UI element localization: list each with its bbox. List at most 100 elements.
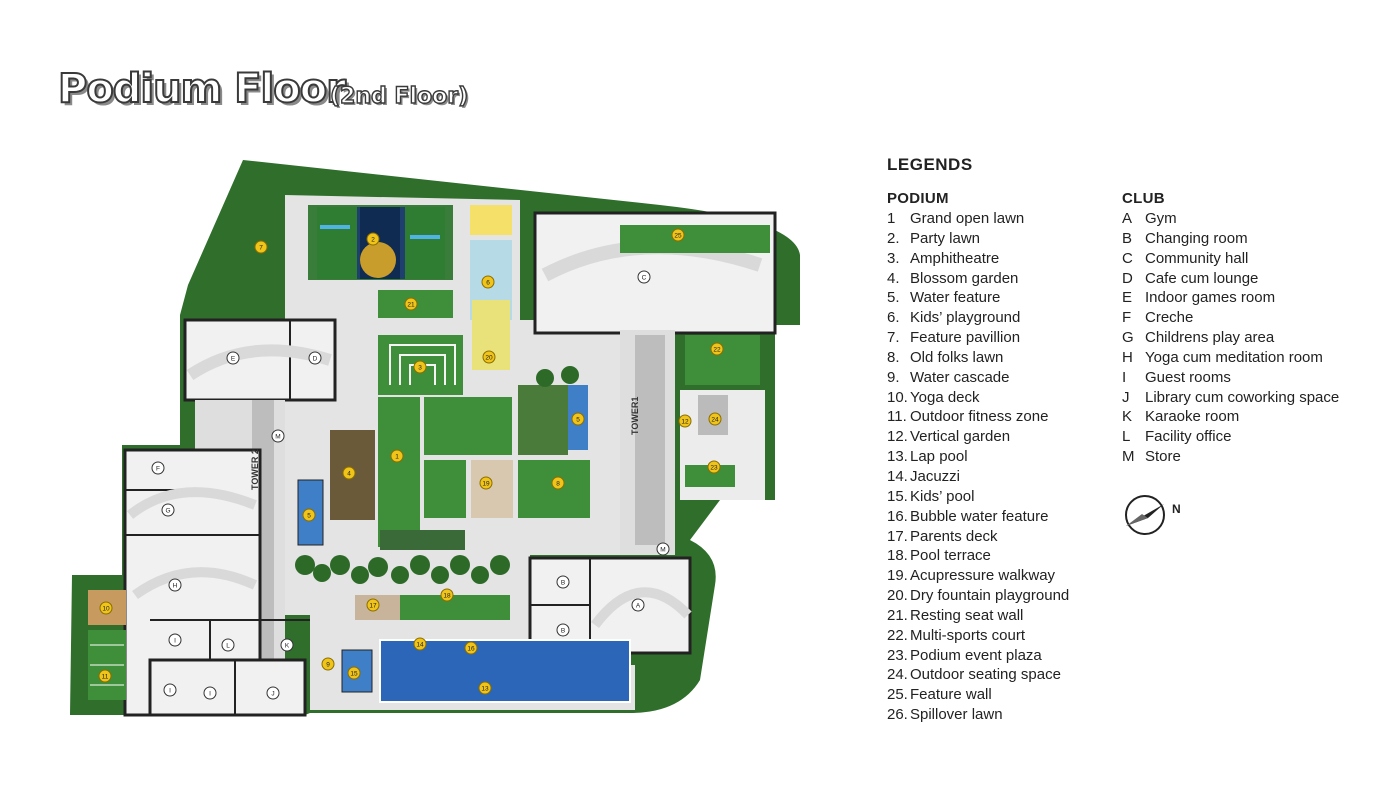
podium-marker-circle (347, 666, 361, 680)
podium-marker: 19 (479, 476, 493, 490)
club-legend-key: L (1122, 428, 1131, 446)
club-marker: B (556, 623, 570, 637)
club-marker-circle (280, 638, 294, 652)
grand-open-lawn (378, 397, 420, 547)
podium-legend-label: Water cascade (910, 368, 1010, 386)
podium-marker: 6 (481, 275, 495, 289)
podium-marker: 12 (678, 414, 692, 428)
club-marker-circle (226, 351, 240, 365)
compass-north-label: N (1172, 502, 1181, 516)
podium-legend-label: Yoga deck (910, 388, 980, 406)
podium-marker-label: 5 (307, 513, 311, 520)
podium-legend-key: 19. (887, 567, 908, 585)
podium-legend-key: 26. (887, 706, 908, 724)
club-marker-label: J (271, 691, 274, 698)
podium-legend-item: 21.Resting seat wall (887, 606, 1117, 626)
podium-legend-item: 6.Kids’ playground (887, 308, 1117, 328)
podium-marker-label: 24 (711, 417, 719, 424)
podium-legend-key: 14. (887, 467, 908, 485)
podium-marker: 7 (254, 240, 268, 254)
podium-marker: 21 (404, 297, 418, 311)
pool-terrace (400, 595, 510, 620)
club-marker-label: I (209, 691, 211, 698)
podium-legend-label: Dry fountain playground (910, 587, 1070, 605)
podium-legend-label: Kids’ playground (910, 309, 1021, 327)
podium-legend-item: 15.Kids’ pool (887, 487, 1117, 507)
club-legend-key: E (1122, 289, 1133, 307)
club-legend-key: M (1122, 448, 1135, 466)
club-marker: I (203, 686, 217, 700)
club-marker-label: I (169, 688, 171, 695)
club-legend-key: G (1122, 329, 1134, 347)
podium-legend-item: 4.Blossom garden (887, 269, 1117, 289)
podium-marker-label: 22 (713, 347, 721, 354)
podium-legend-item: 19.Acupressure walkway (887, 566, 1117, 586)
podium-marker: 14 (413, 637, 427, 651)
club-marker-circle (221, 638, 235, 652)
podium-marker: 5 (571, 412, 585, 426)
podium-marker: 25 (671, 228, 685, 242)
podium-marker-label: 9 (326, 662, 330, 669)
podium-marker-label: 21 (407, 302, 415, 309)
club-marker-label: M (660, 547, 665, 554)
podium-marker: 8 (551, 476, 565, 490)
club-marker-label: A (636, 603, 641, 610)
club-marker: A (631, 598, 645, 612)
podium-marker: 1 (390, 449, 404, 463)
acupressure-walkway (471, 460, 513, 518)
legend-heading: LEGENDS (887, 155, 973, 174)
legend-podium-heading: PODIUM (887, 190, 949, 207)
podium-legend-item: 20.Dry fountain playground (887, 586, 1117, 606)
podium-legend-label: Feature wall (910, 686, 992, 704)
podium-legend-label: Party lawn (910, 229, 981, 247)
podium-marker-circle (413, 637, 427, 651)
club-marker: I (168, 633, 182, 647)
podium-legend-label: Resting seat wall (910, 606, 1024, 624)
podium-marker-label: 25 (674, 233, 682, 240)
club-marker-circle (203, 686, 217, 700)
podium-legend-item: 16.Bubble water feature (887, 507, 1117, 527)
podium-marker-label: 19 (482, 481, 490, 488)
podium-legend-key: 5. (887, 289, 900, 307)
podium-legend-item: 2.Party lawn (887, 229, 1117, 249)
club-marker-circle (271, 429, 285, 443)
podium-marker-circle (98, 669, 112, 683)
podium-marker: 13 (478, 681, 492, 695)
podium-marker-circle (464, 641, 478, 655)
podium-legend-key: 10. (887, 388, 908, 406)
podium-legend-key: 25. (887, 686, 908, 704)
podium-marker-circle (671, 228, 685, 242)
podium-legend-key: 21. (887, 606, 908, 624)
podium-legend-key: 8. (887, 348, 900, 366)
podium-marker-label: 18 (443, 593, 451, 600)
club-legend-label: Guest rooms (1145, 368, 1231, 386)
podium-legend-label: Pool terrace (910, 547, 991, 565)
podium-legend-item: 8.Old folks lawn (887, 348, 1117, 368)
podium-marker: 16 (464, 641, 478, 655)
podium-marker: 22 (710, 342, 724, 356)
podium-marker-label: 23 (710, 465, 718, 472)
podium-legend-item: 5.Water feature (887, 288, 1117, 308)
podium-legend-label: Lap pool (910, 448, 968, 466)
podium-legend-key: 22. (887, 626, 908, 644)
compass: N (1122, 492, 1192, 538)
club-legend-label: Cafe cum lounge (1145, 269, 1259, 287)
podium-legend-key: 23. (887, 646, 908, 664)
podium-marker-label: 10 (102, 606, 110, 613)
club-marker-circle (266, 686, 280, 700)
podium-marker: 20 (482, 350, 496, 364)
podium-marker: 9 (321, 657, 335, 671)
podium-legend-item: 14.Jacuzzi (887, 467, 1117, 487)
podium-legend-key: 12. (887, 428, 908, 446)
